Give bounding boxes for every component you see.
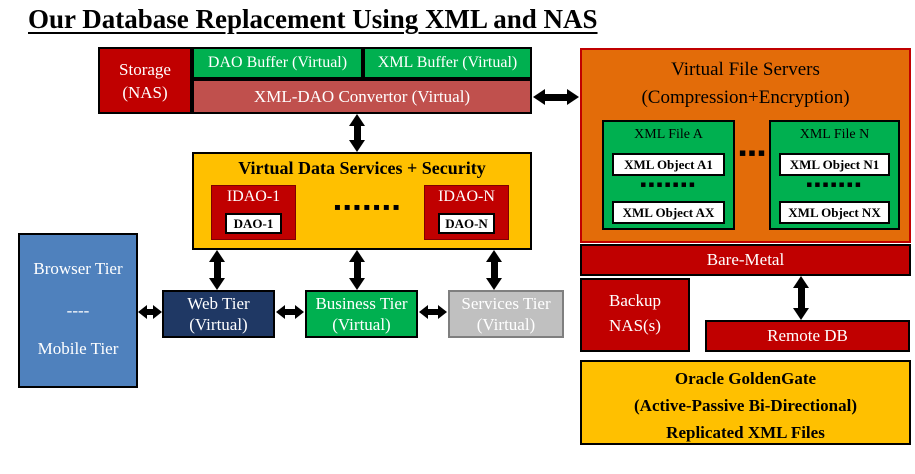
storage-nas-box: Storage (NAS) (98, 47, 192, 114)
web-tier-box: Web Tier (Virtual) (162, 290, 275, 338)
goldengate-line2: (Active-Passive Bi-Directional) (634, 396, 857, 415)
virtual-data-services-box: Virtual Data Services + Security IDAO-1 … (192, 152, 532, 250)
web-tier-line1: Web Tier (187, 294, 250, 313)
vfs-title-line1: Virtual File Servers (671, 59, 820, 80)
arrow-convertor-fileservers (533, 89, 579, 105)
arrow-webtier-businesstier (276, 304, 304, 320)
vfs-title-line2: (Compression+Encryption) (641, 87, 850, 108)
browser-mobile-tier-box: Browser Tier ---- Mobile Tier (18, 233, 138, 388)
arrow-dataservices-businesstier (349, 250, 365, 290)
xml-buffer-box: XML Buffer (Virtual) (363, 47, 532, 79)
dao-buffer-box: DAO Buffer (Virtual) (192, 47, 363, 79)
bare-metal-label: Bare-Metal (706, 250, 785, 269)
storage-label-line2: (NAS) (122, 82, 168, 102)
backup-nas-box: Backup NAS(s) (580, 278, 690, 352)
arrow-convertor-dataservices (349, 114, 365, 152)
client-tier-separator: ---- (66, 301, 90, 320)
xml-file-n-ellipsis: ▪▪▪▪▪▪▪ (806, 180, 863, 190)
diagram-title: Our Database Replacement Using XML and N… (28, 4, 598, 34)
dao-buffer-label: DAO Buffer (Virtual) (207, 54, 348, 71)
xml-file-a-name: XML File A (634, 127, 703, 142)
idao-ellipsis: ▪▪▪▪▪▪▪ (334, 202, 403, 213)
bare-metal-box: Bare-Metal (580, 244, 911, 276)
oracle-goldengate-box: Oracle GoldenGate (Active-Passive Bi-Dir… (580, 360, 911, 445)
xml-dao-convertor-label: XML-DAO Convertor (Virtual) (253, 86, 471, 106)
xml-object-n1-box: XML Object N1 (779, 153, 890, 176)
arrow-client-webtier (138, 304, 162, 320)
arrow-businesstier-servicestier (419, 304, 447, 320)
virtual-data-services-title: Virtual Data Services + Security (238, 158, 486, 178)
business-tier-line1: Business Tier (315, 294, 408, 313)
business-tier-line2: (Virtual) (332, 315, 391, 334)
arrow-dataservices-servicestier (486, 250, 502, 290)
services-tier-box: Services Tier (Virtual) (448, 290, 564, 338)
xml-dao-convertor-box: XML-DAO Convertor (Virtual) (192, 79, 532, 114)
browser-tier-label: Browser Tier (33, 259, 123, 278)
services-tier-line1: Services Tier (461, 294, 551, 313)
xml-object-ax-box: XML Object AX (612, 201, 725, 224)
idao-n-box: IDAO-N DAO-N (424, 185, 509, 240)
xml-object-nx-box: XML Object NX (779, 201, 890, 224)
remote-db-label: Remote DB (767, 326, 848, 345)
business-tier-box: Business Tier (Virtual) (305, 290, 418, 338)
idao-1-box: IDAO-1 DAO-1 (211, 185, 296, 240)
backup-label-line1: Backup (609, 291, 661, 310)
xml-object-a1-box: XML Object A1 (612, 153, 725, 176)
xml-buffer-label: XML Buffer (Virtual) (377, 54, 518, 71)
goldengate-line1: Oracle GoldenGate (674, 369, 817, 388)
arrow-dataservices-webtier (209, 250, 225, 290)
goldengate-line3: Replicated XML Files (666, 423, 825, 442)
mobile-tier-label: Mobile Tier (37, 339, 119, 358)
idao-n-label: IDAO-N (438, 188, 495, 205)
storage-label-line1: Storage (119, 59, 171, 79)
web-tier-line2: (Virtual) (189, 315, 248, 334)
xml-file-a-box: XML File A XML Object A1 ▪▪▪▪▪▪▪ XML Obj… (602, 120, 735, 230)
dao-1-box: DAO-1 (225, 213, 282, 234)
backup-label-line2: NAS(s) (609, 316, 661, 335)
dao-n-box: DAO-N (438, 213, 495, 234)
virtual-file-servers-box: Virtual File Servers (Compression+Encryp… (580, 48, 911, 243)
remote-db-box: Remote DB (705, 320, 910, 352)
arrow-baremetal-remotedb (793, 276, 809, 320)
services-tier-line2: (Virtual) (476, 315, 536, 334)
xml-files-ellipsis: ▪▪▪ (738, 146, 768, 159)
xml-file-a-ellipsis: ▪▪▪▪▪▪▪ (640, 180, 697, 190)
idao-1-label: IDAO-1 (226, 188, 281, 205)
xml-file-n-box: XML File N XML Object N1 ▪▪▪▪▪▪▪ XML Obj… (769, 120, 900, 230)
virtual-file-servers-title: Virtual File Servers (Compression+Encryp… (582, 56, 909, 112)
xml-file-n-name: XML File N (799, 127, 870, 142)
